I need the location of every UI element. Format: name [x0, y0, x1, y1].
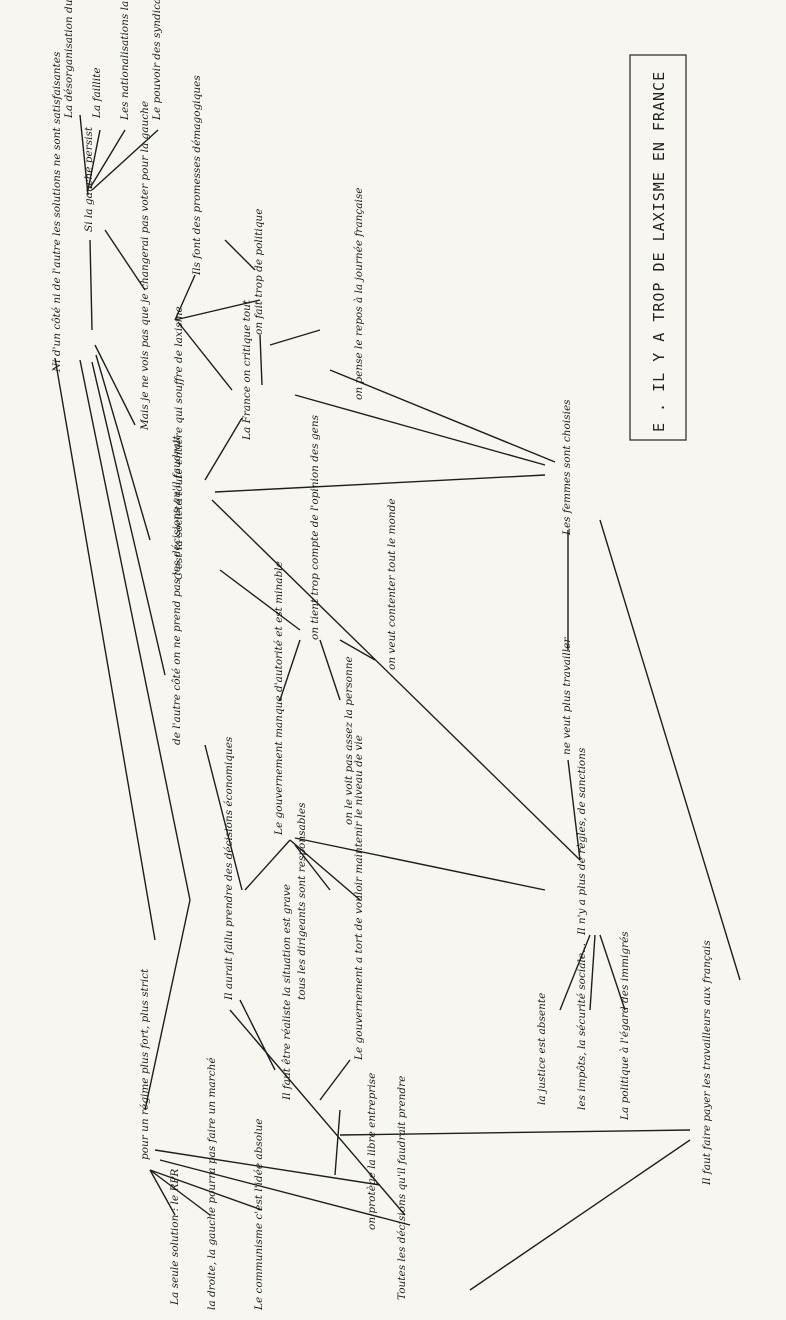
node-dirig: tous les dirigeants sont responsables: [296, 802, 308, 1000]
edge: [229, 1009, 406, 1216]
edge: [204, 417, 243, 481]
edge: [154, 1149, 381, 1186]
edge: [239, 999, 276, 1071]
edge: [94, 344, 136, 426]
edge: [177, 321, 233, 391]
node-politique: on fait trop de politique: [253, 209, 265, 335]
edge: [95, 354, 151, 541]
node-opinion: on tient trop compte de l'opinion des ge…: [309, 414, 321, 640]
edge: [289, 839, 361, 901]
node-impots: les impôts, la sécurité sociale...: [576, 943, 588, 1110]
edge: [294, 394, 546, 466]
node-pense: on pense le repos à la journée française: [353, 188, 365, 400]
edge: [144, 899, 191, 1111]
node-soc: C'est la société toute entière qui souff…: [173, 306, 185, 580]
node-perso: on le voit pas assez la personne: [343, 656, 355, 825]
node-autre: de l'autre côté on ne prend pas les déci…: [171, 435, 183, 745]
node-payer: Il faut faire payer les travailleurs aux…: [701, 940, 713, 1186]
edge: [319, 1059, 351, 1101]
edge: [294, 844, 331, 891]
node-libre: on protège la libre entreprise: [366, 1073, 378, 1230]
node-desorg: La désorganisation du marché: [63, 0, 75, 119]
edge: [567, 759, 581, 861]
edge: [339, 1129, 691, 1136]
node-immig: La politique à l'égard des immigrés: [619, 931, 631, 1121]
edge: [279, 639, 301, 701]
node-real: Il faut être réaliste la situation est g…: [281, 884, 293, 1101]
edge: [259, 334, 263, 386]
edge: [89, 239, 93, 331]
node-travail: ne veut plus travailler: [561, 637, 573, 755]
edge: [599, 934, 626, 1011]
edge: [599, 519, 741, 981]
edge: [149, 1169, 211, 1216]
edge: [149, 1169, 263, 1211]
diagram-title: E . IL Y A TROP DE LAXISME EN FRANCE: [629, 54, 687, 441]
edge: [219, 569, 301, 631]
node-droite: la droite, la gauche pourra pas faire un…: [206, 1057, 218, 1310]
edge: [174, 299, 261, 321]
edge: [589, 934, 596, 1011]
edge: [269, 329, 321, 346]
edge: [174, 274, 196, 321]
edge: [211, 499, 581, 861]
node-commun: Le communisme c'est l'idée absolue: [253, 1119, 265, 1311]
node-pour: pour un régime plus fort, plus strict: [139, 968, 151, 1160]
node-eco: Il aurait fallu prendre des décisions éc…: [223, 736, 235, 1001]
edge: [79, 359, 191, 901]
node-center: Ni d'un côté ni de l'autre les solutions…: [51, 51, 63, 373]
edge: [91, 361, 166, 676]
node-gouvtort: Le gouvernement a tort de vouloir mainte…: [353, 735, 365, 1061]
edge: [294, 837, 546, 891]
edge: [54, 357, 156, 941]
edge: [87, 129, 101, 191]
edge: [91, 129, 159, 191]
edge: [214, 474, 546, 493]
node-toutes: Toutes les décisions qu'il faudrait pren…: [396, 1076, 408, 1300]
edge: [224, 239, 256, 271]
node-gauche: Si la gauche persist: [83, 126, 95, 232]
edge: [469, 1139, 691, 1291]
node-synd: Le pouvoir des syndicats: [151, 0, 163, 121]
edge: [204, 744, 243, 891]
edge: [319, 639, 341, 701]
node-promesses: Ils font des promesses démagogiques: [191, 75, 203, 276]
diagram-title-text: E . IL Y A TROP DE LAXISME EN FRANCE: [650, 71, 668, 432]
edge: [334, 1109, 341, 1176]
edge: [79, 114, 89, 196]
node-france: La France on critique tout: [241, 299, 253, 441]
edge: [104, 229, 146, 291]
node-justice: la justice est absente: [536, 993, 548, 1105]
node-faillite: La faillite: [91, 67, 103, 119]
edge: [339, 639, 376, 661]
node-regles: Il n'y a plus de règles, de sanctions: [576, 747, 588, 936]
edge: [159, 1159, 411, 1226]
edges: [54, 114, 741, 1291]
edge: [149, 1169, 176, 1216]
node-rpr: La seule solution : le RPR: [169, 1169, 181, 1306]
edge: [89, 129, 126, 189]
edge: [244, 839, 291, 891]
title-box: [629, 54, 687, 441]
edge: [329, 369, 556, 463]
nodes: Ni d'un côté ni de l'autre les solutions…: [51, 0, 713, 1311]
node-femmes: Les femmes sont choisies: [561, 399, 573, 536]
node-mais: Mais je ne vois pas que je changerai pas…: [139, 101, 151, 431]
node-gouv: Le gouvernement manque d'autorité et est…: [273, 561, 285, 836]
node-content: on veut contenter tout le monde: [386, 498, 398, 670]
edge: [559, 934, 591, 1011]
node-nation: Les nationalisations la bureaucratie: [119, 0, 131, 121]
